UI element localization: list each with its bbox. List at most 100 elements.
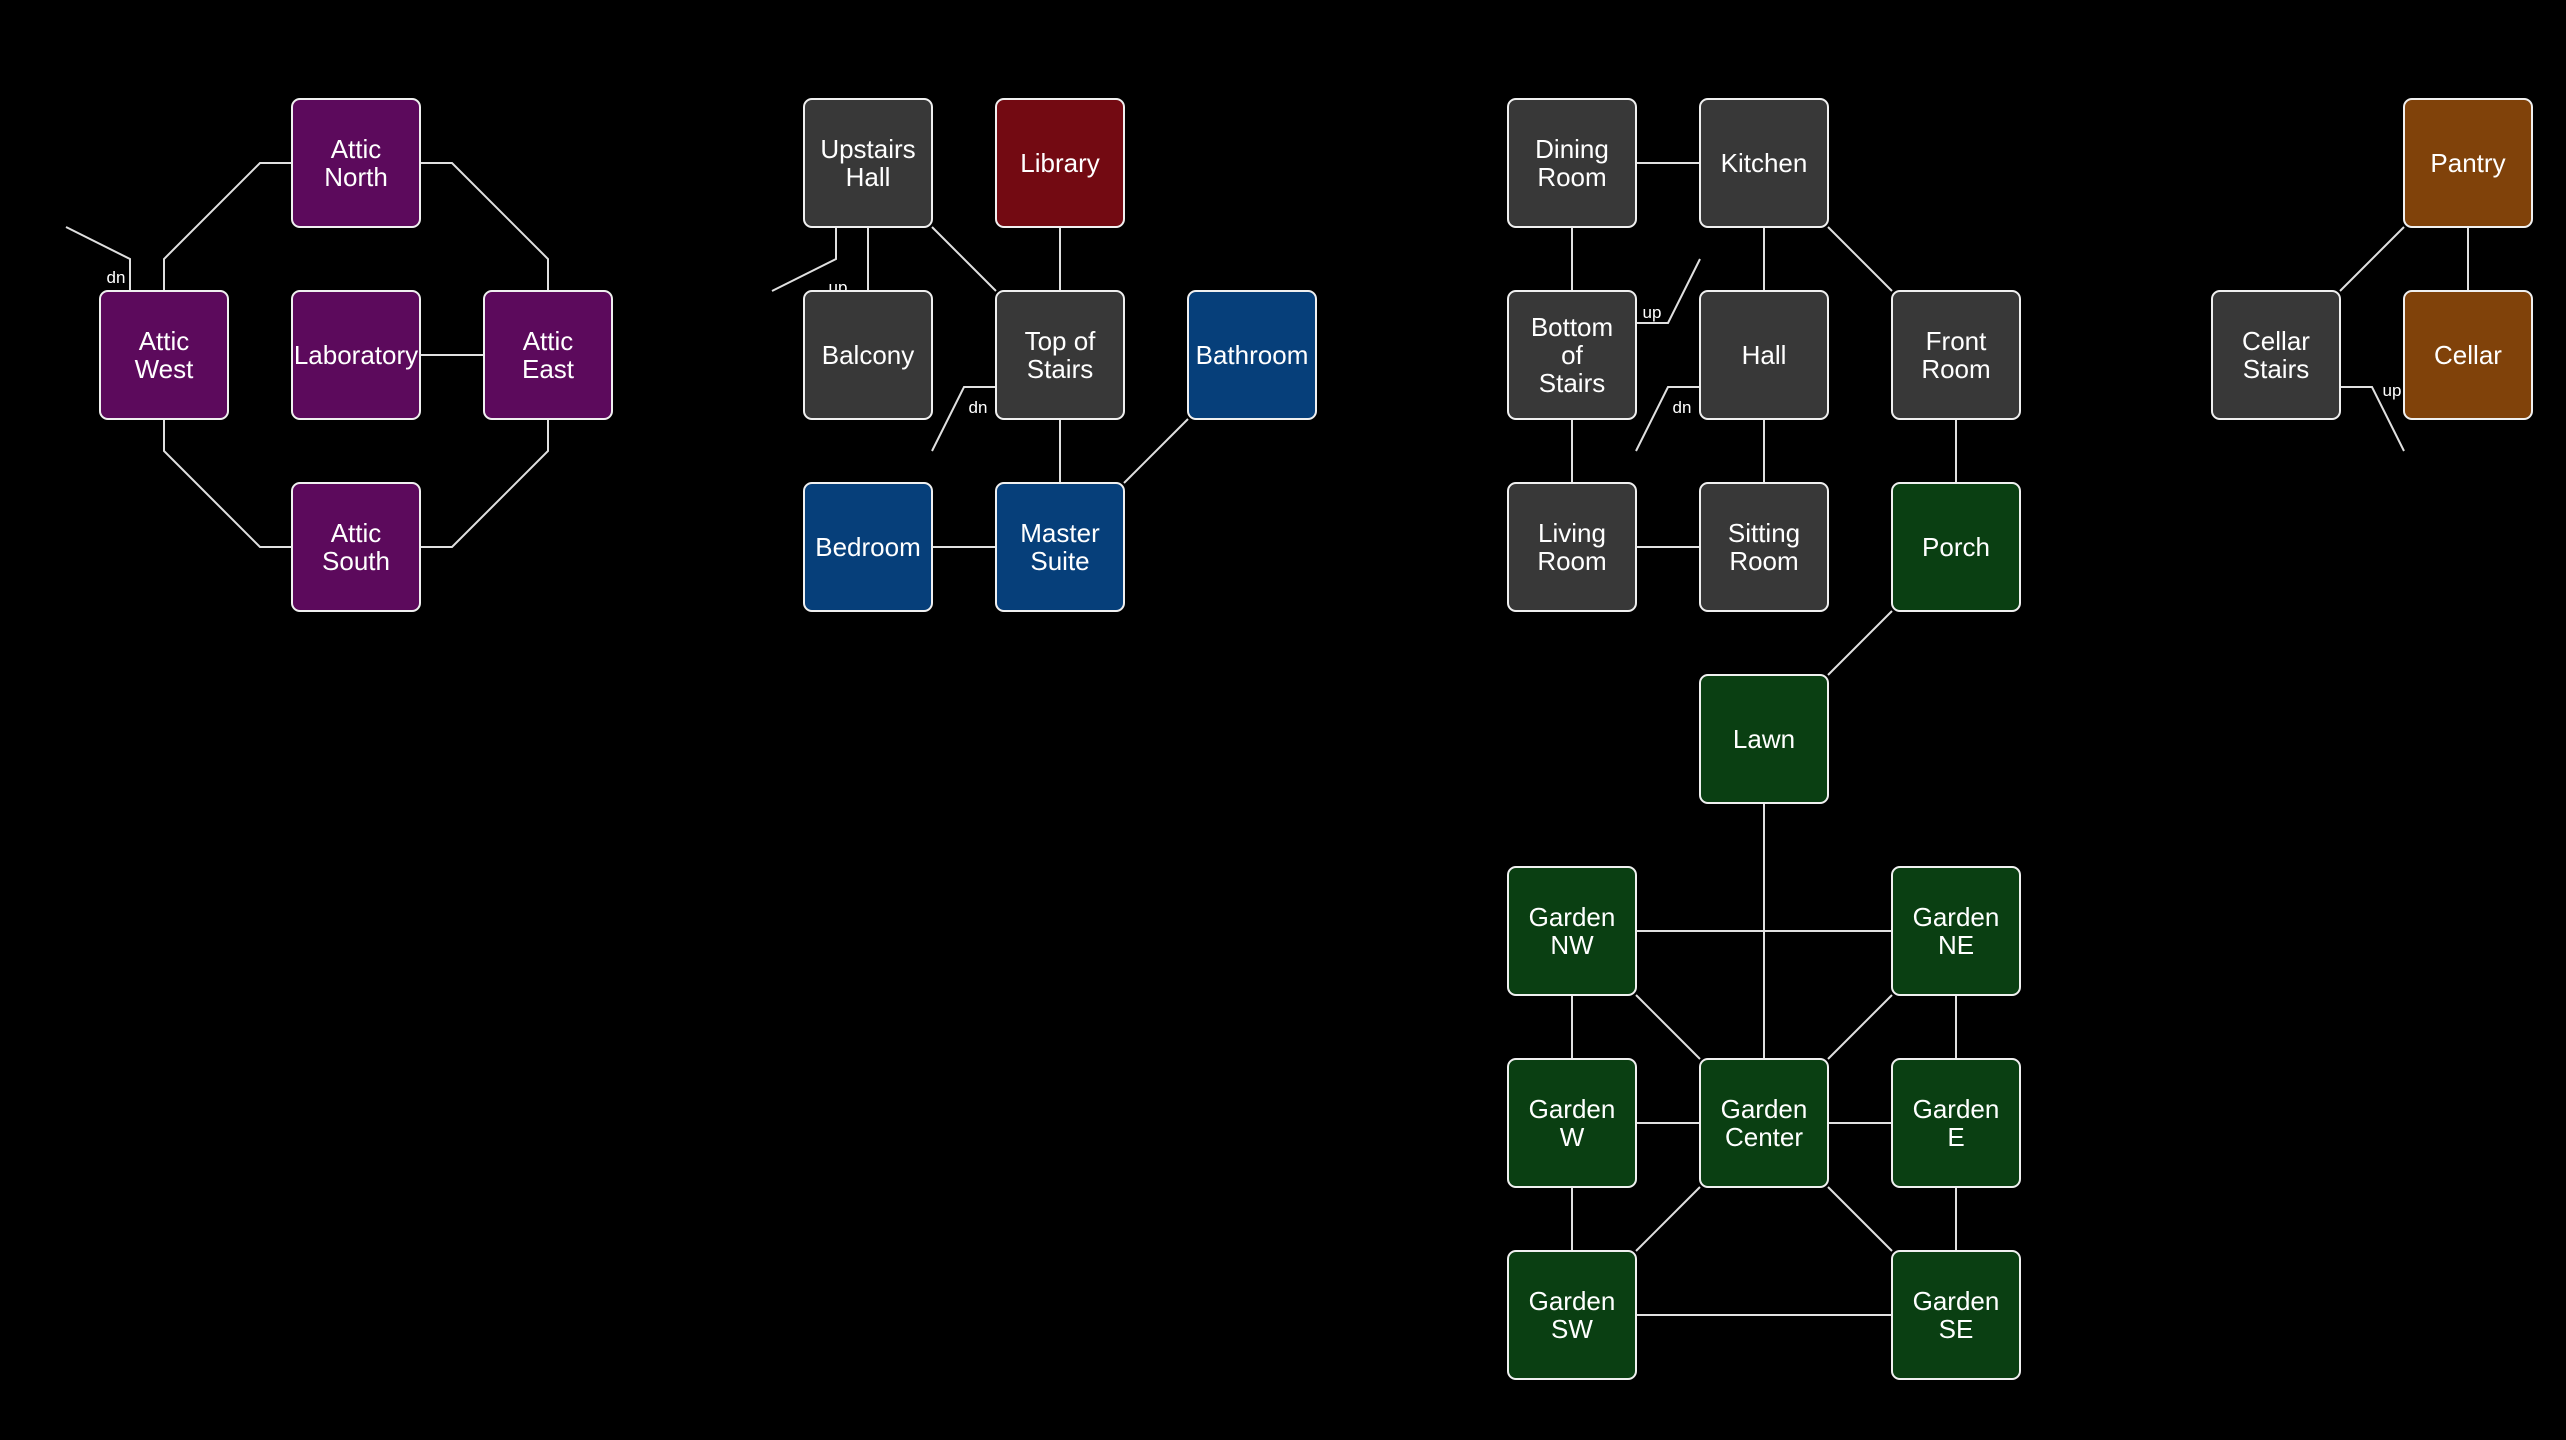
room-label-front-room-line-1: Front bbox=[1926, 326, 1987, 356]
room-box-bathroom[interactable] bbox=[1187, 290, 1317, 420]
room-box-library[interactable] bbox=[995, 98, 1125, 228]
room-label-cellar-stairs-line-1: Cellar bbox=[2242, 326, 2310, 356]
room-label-master-suite-line-2: Suite bbox=[1030, 546, 1089, 576]
room-label-living-room-line-1: Living bbox=[1538, 518, 1606, 548]
room-label-garden-nw-line-1: Garden bbox=[1529, 902, 1616, 932]
room-bedroom[interactable]: Bedroom bbox=[803, 482, 933, 612]
room-label-front-room-line-2: Room bbox=[1921, 354, 1990, 384]
exit-stub-attic-west-dn bbox=[65, 226, 131, 291]
connections-layer bbox=[163, 162, 2469, 1316]
room-laboratory[interactable]: Laboratory bbox=[291, 290, 421, 420]
room-hall[interactable]: Hall bbox=[1699, 290, 1829, 420]
room-label-dining-room-line-1: Dining bbox=[1535, 134, 1609, 164]
room-box-porch[interactable] bbox=[1891, 482, 2021, 612]
room-label-attic-east-line-2: East bbox=[522, 354, 575, 384]
room-box-garden-se[interactable] bbox=[1891, 1250, 2021, 1380]
room-label-cellar-stairs-line-2: Stairs bbox=[2243, 354, 2309, 384]
exit-label-hall-dn: dn bbox=[1673, 398, 1692, 417]
room-box-top-of-stairs[interactable] bbox=[995, 290, 1125, 420]
room-label-master-suite-line-1: Master bbox=[1020, 518, 1100, 548]
room-box-attic-north[interactable] bbox=[291, 98, 421, 228]
connection-master-suite-to-bathroom bbox=[1123, 418, 1189, 484]
room-label-attic-east-line-1: Attic bbox=[523, 326, 574, 356]
room-box-dining-room[interactable] bbox=[1507, 98, 1637, 228]
room-label-garden-w-line-1: Garden bbox=[1529, 1094, 1616, 1124]
room-lawn[interactable]: Lawn bbox=[1699, 674, 1829, 804]
room-box-front-room[interactable] bbox=[1891, 290, 2021, 420]
room-library[interactable]: Library bbox=[995, 98, 1125, 228]
room-label-laboratory: Laboratory bbox=[294, 340, 418, 370]
connection-kitchen-to-front-room bbox=[1827, 226, 1893, 292]
room-box-hall[interactable] bbox=[1699, 290, 1829, 420]
room-label-garden-se-line-2: SE bbox=[1939, 1314, 1974, 1344]
room-bathroom[interactable]: Bathroom bbox=[1187, 290, 1317, 420]
room-box-upstairs-hall[interactable] bbox=[803, 98, 933, 228]
room-kitchen[interactable]: Kitchen bbox=[1699, 98, 1829, 228]
room-label-bottom-of-stairs-line-1: Bottom bbox=[1531, 312, 1613, 342]
room-label-garden-center-line-1: Garden bbox=[1721, 1094, 1808, 1124]
room-label-bottom-of-stairs-line-2: of bbox=[1561, 340, 1583, 370]
room-box-lawn[interactable] bbox=[1699, 674, 1829, 804]
room-box-cellar[interactable] bbox=[2403, 290, 2533, 420]
room-balcony[interactable]: Balcony bbox=[803, 290, 933, 420]
room-box-living-room[interactable] bbox=[1507, 482, 1637, 612]
room-box-attic-south[interactable] bbox=[291, 482, 421, 612]
room-box-garden-nw[interactable] bbox=[1507, 866, 1637, 996]
room-porch[interactable]: Porch bbox=[1891, 482, 2021, 612]
connection-garden-sw-to-garden-center bbox=[1635, 1186, 1701, 1252]
room-label-bathroom: Bathroom bbox=[1196, 340, 1309, 370]
room-label-living-room-line-2: Room bbox=[1537, 546, 1606, 576]
room-box-garden-e[interactable] bbox=[1891, 1058, 2021, 1188]
room-pantry[interactable]: Pantry bbox=[2403, 98, 2533, 228]
room-box-garden-center[interactable] bbox=[1699, 1058, 1829, 1188]
room-box-laboratory[interactable] bbox=[291, 290, 421, 420]
exit-label-attic-west-dn: dn bbox=[107, 268, 126, 287]
room-box-balcony[interactable] bbox=[803, 290, 933, 420]
connection-attic-north-to-attic-west bbox=[163, 162, 292, 291]
room-label-garden-ne-line-1: Garden bbox=[1913, 902, 2000, 932]
room-box-attic-east[interactable] bbox=[483, 290, 613, 420]
room-label-hall: Hall bbox=[1742, 340, 1787, 370]
room-label-kitchen: Kitchen bbox=[1721, 148, 1808, 178]
room-box-attic-west[interactable] bbox=[99, 290, 229, 420]
room-box-sitting-room[interactable] bbox=[1699, 482, 1829, 612]
connection-porch-to-lawn bbox=[1827, 610, 1893, 676]
room-box-bottom-of-stairs[interactable] bbox=[1507, 290, 1637, 420]
room-cellar[interactable]: Cellar bbox=[2403, 290, 2533, 420]
exit-label-top-of-stairs-dn: dn bbox=[969, 398, 988, 417]
room-box-master-suite[interactable] bbox=[995, 482, 1125, 612]
room-box-garden-ne[interactable] bbox=[1891, 866, 2021, 996]
room-box-cellar-stairs[interactable] bbox=[2211, 290, 2341, 420]
room-box-pantry[interactable] bbox=[2403, 98, 2533, 228]
room-box-bedroom[interactable] bbox=[803, 482, 933, 612]
room-box-garden-sw[interactable] bbox=[1507, 1250, 1637, 1380]
room-box-kitchen[interactable] bbox=[1699, 98, 1829, 228]
room-box-garden-w[interactable] bbox=[1507, 1058, 1637, 1188]
exit-stub-cellar-stairs-up bbox=[2340, 386, 2405, 452]
room-label-bottom-of-stairs-line-3: Stairs bbox=[1539, 368, 1605, 398]
room-label-attic-north-line-2: North bbox=[324, 162, 388, 192]
